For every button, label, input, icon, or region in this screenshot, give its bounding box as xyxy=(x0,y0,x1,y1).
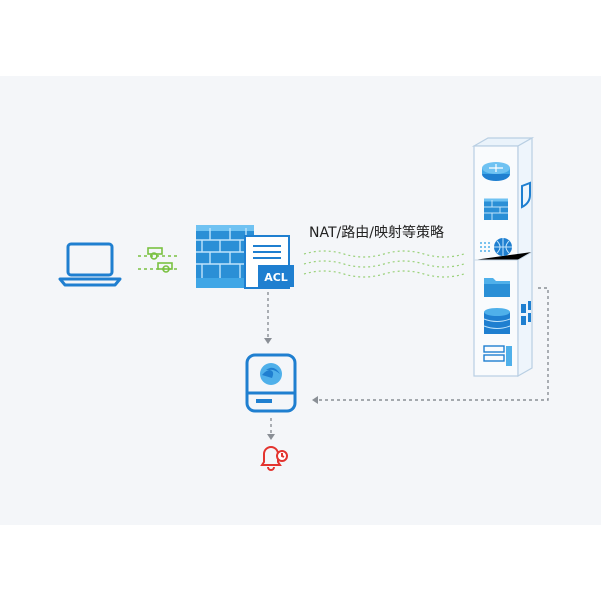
acl-label: ACL xyxy=(264,271,288,284)
policy-label: NAT/路由/映射等策略 xyxy=(309,225,444,241)
tower-to-storage-connector xyxy=(318,287,549,401)
folder-icon xyxy=(484,278,510,297)
router-icon xyxy=(482,162,510,181)
alarm-bell-icon xyxy=(260,446,288,471)
policy-links xyxy=(303,250,465,278)
switch-icon xyxy=(138,247,178,273)
server-tower xyxy=(471,136,535,378)
firewall-mini-icon xyxy=(484,198,508,220)
laptop-icon xyxy=(58,242,122,287)
storage-drive-icon xyxy=(245,353,297,413)
database-icon xyxy=(483,308,511,334)
globe-icon xyxy=(480,238,512,256)
shield-icon xyxy=(521,181,531,209)
server-rack-icon xyxy=(483,345,512,366)
acl-document-icon: ACL xyxy=(244,235,294,289)
grid-icon xyxy=(521,301,531,325)
